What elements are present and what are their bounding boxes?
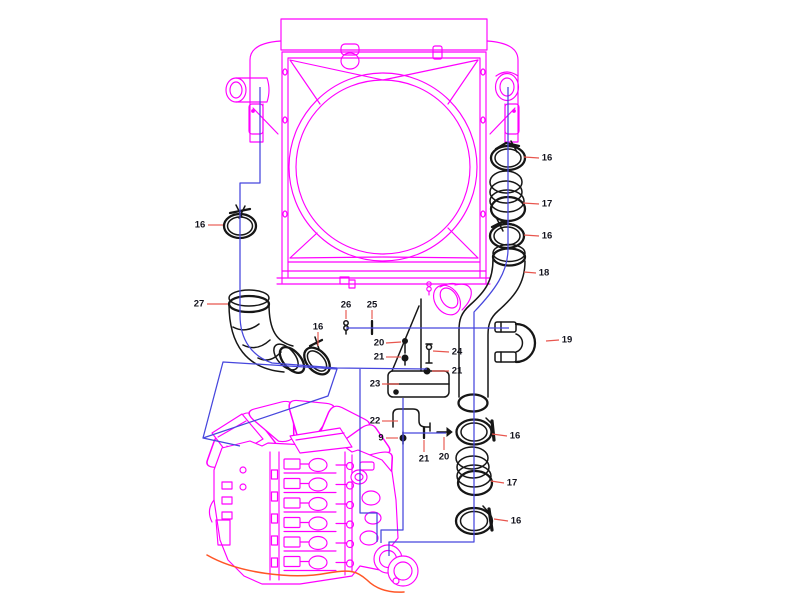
callout-leader-24	[432, 350, 450, 353]
callout-label-16[interactable]: 16	[510, 431, 521, 442]
callout-label-26[interactable]: 26	[341, 300, 352, 311]
cylinder-units	[283, 457, 355, 572]
callout-label-16[interactable]: 16	[313, 322, 324, 333]
callout-label-19[interactable]: 19	[562, 335, 573, 346]
radiator-filler-neck	[340, 43, 360, 70]
callout-label-16[interactable]: 16	[542, 231, 553, 242]
callout-label-21[interactable]: 21	[419, 454, 430, 465]
callout-label-23[interactable]: 23	[370, 379, 381, 390]
callout-leader-16	[493, 518, 509, 522]
radiator-assembly	[225, 18, 520, 316]
oil-pan-seam	[206, 554, 405, 593]
elbow-hose-27	[227, 289, 306, 374]
fan-shroud-opening	[288, 59, 479, 262]
callout-leader-16	[523, 156, 540, 159]
callout-leader-19	[545, 339, 560, 342]
callout-leader-16	[523, 234, 540, 237]
clip-22	[392, 408, 431, 432]
callout-leader-16	[491, 433, 508, 437]
radiator-core-frame	[276, 51, 491, 285]
callout-label-21[interactable]: 21	[374, 352, 385, 363]
ref-line-left	[239, 87, 428, 370]
callout-leader-17	[522, 202, 540, 205]
callout-label-21[interactable]: 21	[452, 366, 463, 377]
ref-plate-outline	[202, 361, 338, 447]
ref-line-bracket-drop	[380, 398, 404, 543]
pin-20-lower	[436, 426, 453, 438]
bolt-21-upper	[401, 354, 409, 366]
bolt-20-upper	[402, 338, 408, 354]
callout-label-24[interactable]: 24	[452, 347, 463, 358]
engine-pulleys	[373, 544, 419, 587]
ref-line-right	[388, 87, 509, 556]
hose-clamp-lower-1	[455, 417, 496, 446]
callout-label-17[interactable]: 17	[542, 199, 553, 210]
radiator-top-tank	[280, 18, 488, 51]
engine-assembly	[206, 399, 419, 593]
pin-24	[425, 343, 433, 364]
radiator-right-bracket	[486, 40, 520, 143]
callout-label-18[interactable]: 18	[539, 268, 550, 279]
callout-leader-20	[385, 341, 402, 344]
callout-label-22[interactable]: 22	[370, 416, 381, 427]
radiator-left-bracket	[225, 40, 282, 143]
bracket-23	[387, 298, 450, 398]
reference-lines	[202, 87, 509, 556]
callout-label-9[interactable]: 9	[378, 433, 383, 444]
callout-leader-17	[490, 480, 505, 484]
callout-label-17[interactable]: 17	[507, 478, 518, 489]
callout-label-20[interactable]: 20	[374, 338, 385, 349]
hose-clamp-mid	[303, 336, 331, 376]
callout-label-25[interactable]: 25	[367, 300, 378, 311]
tube-18	[457, 243, 527, 413]
u-hose-19	[494, 321, 537, 364]
ref-line-center-drop	[359, 369, 378, 542]
callout-label-16[interactable]: 16	[195, 220, 206, 231]
callout-label-16[interactable]: 16	[511, 516, 522, 527]
callout-label-20[interactable]: 20	[439, 452, 450, 463]
callout-layer: 16 17 16 18 19 16 17 16 16 27 16 26 25 20 21 24 21 23 22 9 2…	[194, 153, 573, 527]
callout-leader-18	[523, 271, 537, 274]
callout-label-27[interactable]: 27	[194, 299, 205, 310]
callout-label-16[interactable]: 16	[542, 153, 553, 164]
hose-clamp-upper-2	[488, 218, 526, 250]
radiator-outlet-pipe	[339, 276, 472, 316]
